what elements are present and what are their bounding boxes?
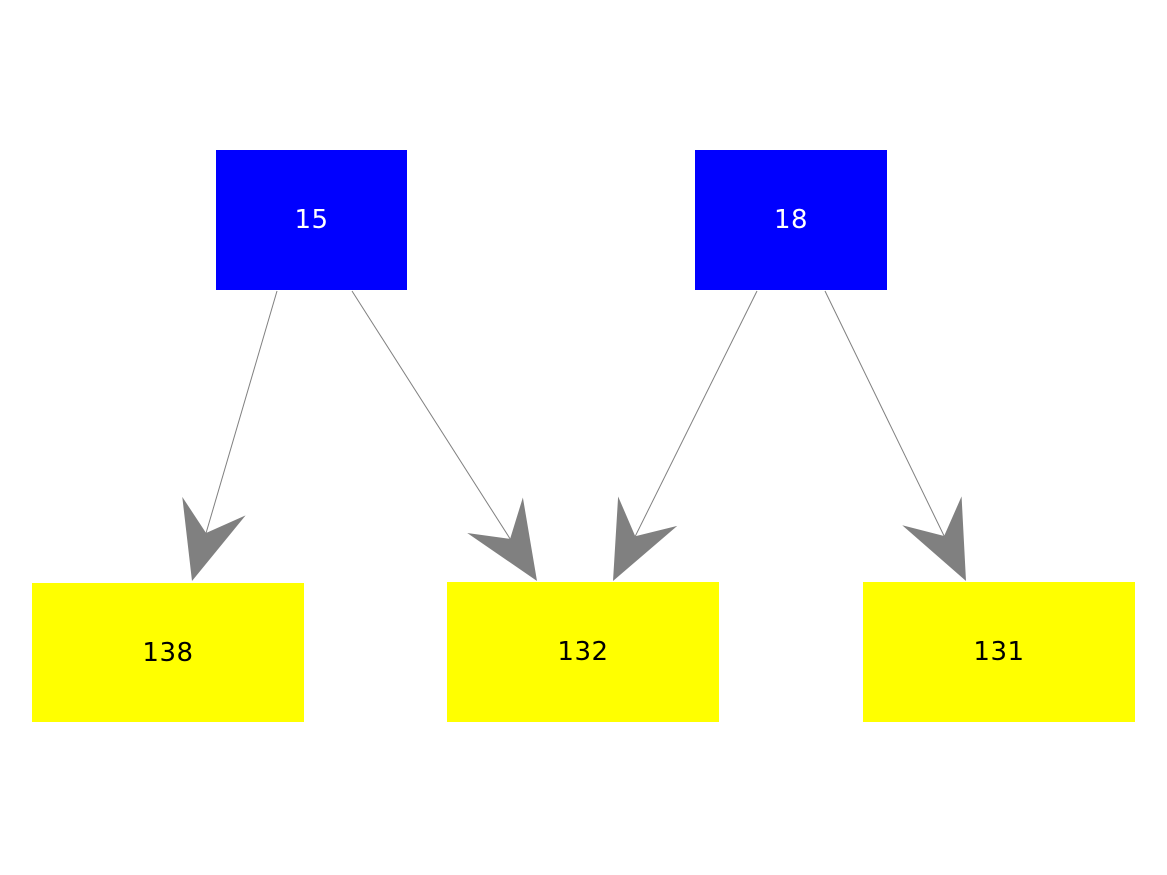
node-label: 132	[557, 637, 609, 667]
edge-15-138-line	[205, 290, 278, 535]
edge-15-132-line	[351, 290, 512, 541]
node-15[interactable]: 15	[216, 150, 407, 290]
edge-15-132-arrowhead	[467, 497, 537, 581]
node-label: 131	[973, 637, 1025, 667]
edge-18-132-line	[634, 290, 758, 538]
edge-18-132-arrowhead	[613, 496, 678, 581]
node-18[interactable]: 18	[695, 150, 887, 290]
edge-18-131-line	[824, 290, 946, 538]
node-label: 15	[294, 205, 329, 235]
node-131[interactable]: 131	[863, 582, 1135, 722]
node-132[interactable]: 132	[447, 582, 719, 722]
node-138[interactable]: 138	[32, 583, 304, 722]
edges-group	[182, 290, 966, 581]
node-label: 138	[142, 637, 194, 668]
node-label: 18	[773, 205, 809, 235]
edge-18-131-arrowhead	[902, 496, 966, 581]
edge-15-138-arrowhead	[182, 496, 246, 581]
